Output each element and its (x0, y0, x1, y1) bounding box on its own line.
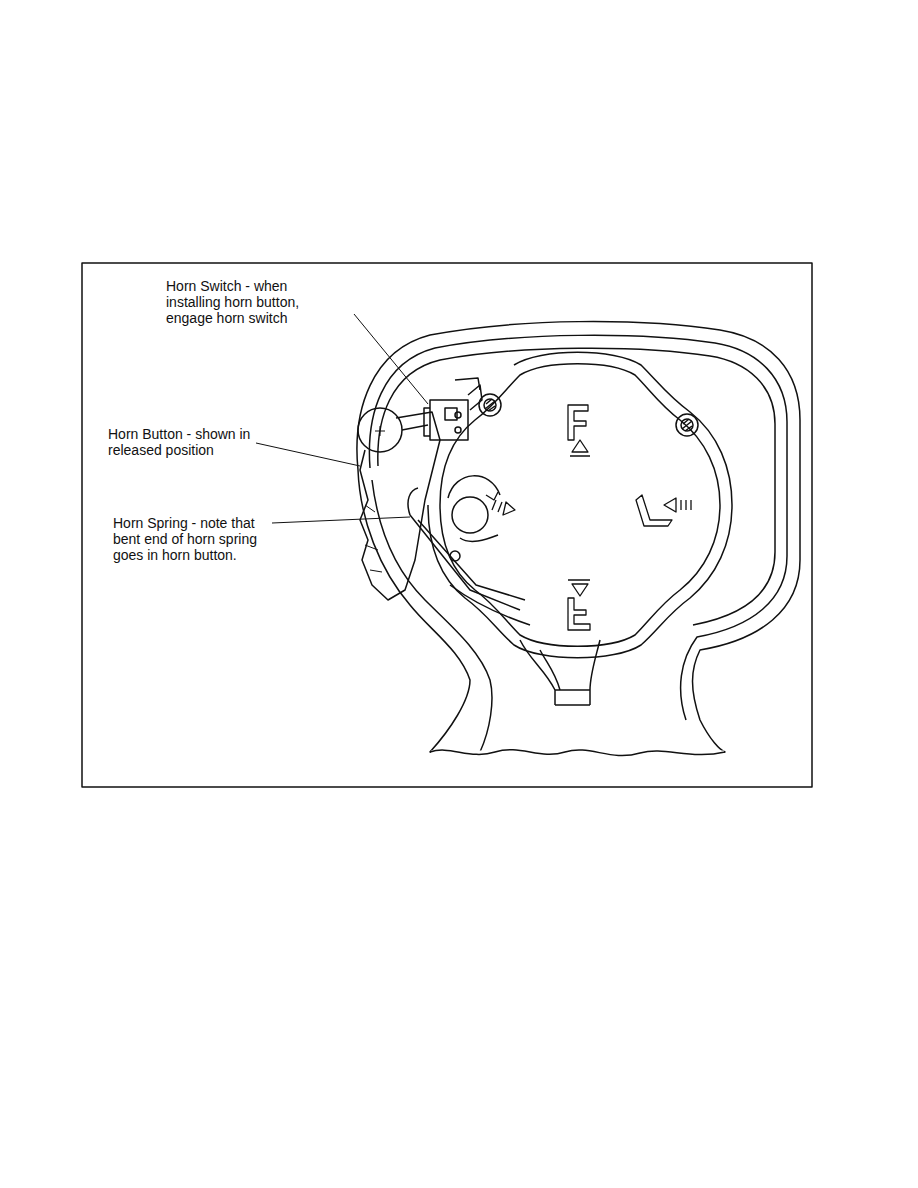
control-plate-rim (428, 352, 732, 658)
leader-line (272, 517, 410, 523)
handle-inner-outline (372, 480, 492, 752)
control-plate (440, 364, 720, 647)
screw (676, 414, 698, 436)
side-icon (636, 495, 691, 526)
side-icon (486, 492, 515, 515)
callout-label: Horn Switch - when installing horn butto… (166, 278, 341, 326)
callout-label: Horn Button - shown in released position (108, 426, 258, 458)
horn-spring (408, 488, 530, 625)
knob (452, 497, 488, 533)
horn-button (358, 408, 440, 600)
leader-line (256, 443, 360, 466)
leader-line (354, 314, 428, 404)
frame (82, 263, 812, 787)
handle-cut-edge (430, 750, 725, 756)
horn-switch (424, 378, 482, 440)
forward-icon (568, 405, 590, 456)
handle-inner-outline (369, 335, 787, 720)
reverse-icon (568, 580, 590, 630)
handle-outline (357, 322, 800, 752)
cable-channel (520, 640, 600, 705)
callout-label: Horn Spring - note that bent end of horn… (113, 515, 273, 563)
